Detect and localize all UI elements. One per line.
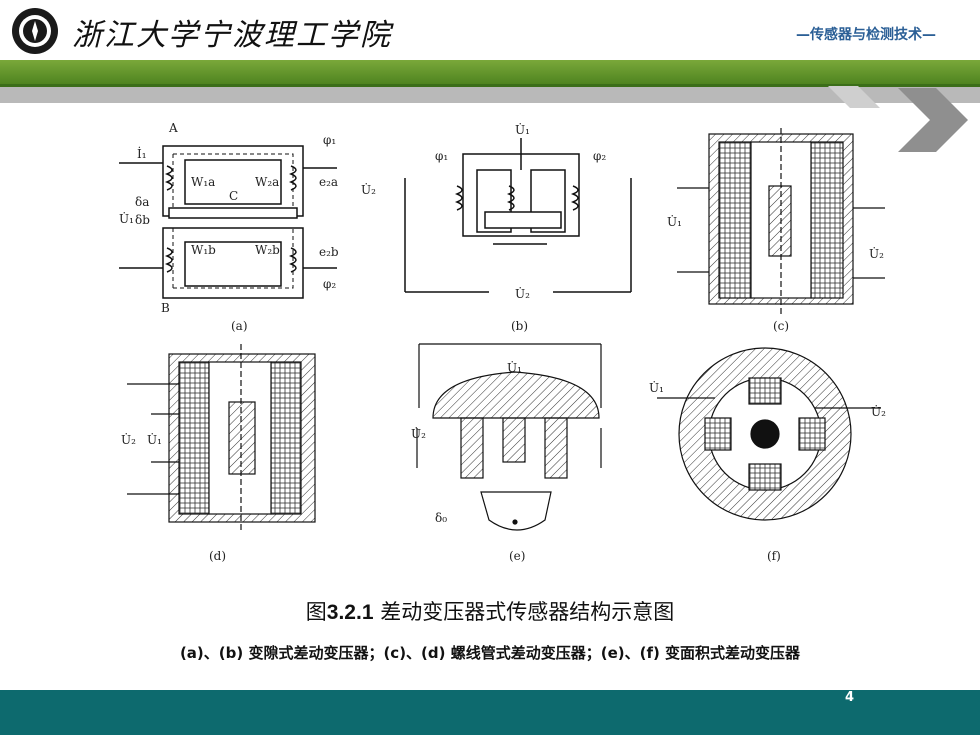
label-a-W1b: W₁b <box>191 243 216 257</box>
panel-label-e: (e) <box>509 549 525 563</box>
panel-label-c: (c) <box>773 319 789 333</box>
label-a-B: B <box>161 301 170 315</box>
label-a-W2a: W₂a <box>255 175 279 189</box>
panel-c <box>677 128 885 314</box>
panel-e <box>416 343 602 531</box>
label-f-U1: U̇₁ <box>649 380 664 395</box>
label-a-db: δb <box>135 213 150 227</box>
label-d-U2: U̇₂ <box>121 432 136 447</box>
panel-f <box>657 347 881 521</box>
label-b-phi1: φ₁ <box>435 149 448 163</box>
label-a-C: C <box>229 189 238 203</box>
label-a-I1: İ₁ <box>137 146 147 161</box>
figure-subcaption: (a)、(b) 变隙式差动变压器；(c)、(d) 螺线管式差动变压器；(e)、(… <box>179 644 801 662</box>
label-a-U2: U̇₂ <box>361 182 376 197</box>
header-green-bar <box>0 60 980 84</box>
caption-number: 3.2.1 <box>326 601 374 624</box>
panel-a <box>119 145 337 299</box>
panel-label-d: (d) <box>209 549 226 563</box>
gray-band <box>0 87 980 103</box>
label-b-U2: U̇₂ <box>515 286 530 301</box>
label-a-e2b: e₂b <box>319 245 339 259</box>
school-name: 浙江大学宁波理工学院 <box>72 18 392 53</box>
panel-d <box>127 344 316 532</box>
label-e-d0: δ₀ <box>435 511 447 525</box>
label-e-U1: U̇₁ <box>507 360 522 375</box>
caption-title: 差动变压器式传感器结构示意图 <box>373 600 675 624</box>
transformer-diagrams: A İ₁ W₁a W₂a C W₁b W₂b U̇₁ δa δb φ₁ φ₂ e… <box>119 121 886 563</box>
panel-label-f: (f) <box>767 549 781 563</box>
label-a-e2a: e₂a <box>319 175 338 189</box>
university-seal-icon <box>12 8 58 54</box>
page-number: 4 <box>844 690 854 705</box>
label-d-U1: U̇₁ <box>147 432 162 447</box>
label-a-W2b: W₂b <box>255 243 280 257</box>
panel-label-b: (b) <box>511 319 528 333</box>
label-a-da: δa <box>135 195 149 209</box>
footer-bar <box>0 690 980 735</box>
caption-prefix: 图 <box>305 600 327 624</box>
figure-area: A İ₁ W₁a W₂a C W₁b W₂b U̇₁ δa δb φ₁ φ₂ e… <box>105 108 891 582</box>
label-b-U1: U̇₁ <box>515 122 530 137</box>
panel-label-a: (a) <box>231 319 248 333</box>
label-a-A: A <box>168 121 178 135</box>
course-title: —传感器与检测技术— <box>796 27 936 43</box>
label-a-W1a: W₁a <box>191 175 215 189</box>
label-c-U2: U̇₂ <box>869 246 884 261</box>
label-a-U1: U̇₁ <box>119 211 134 226</box>
panel-b <box>404 138 632 293</box>
label-c-U1: U̇₁ <box>667 214 682 229</box>
label-a-phi1: φ₁ <box>323 133 336 147</box>
header-divider <box>0 84 980 87</box>
label-e-U2: U̇₂ <box>411 426 426 441</box>
header: 浙江大学宁波理工学院 —传感器与检测技术— <box>0 0 980 62</box>
label-b-phi2: φ₂ <box>593 149 606 163</box>
label-a-phi2: φ₂ <box>323 277 336 291</box>
figure-caption: 图3.2.1 差动变压器式传感器结构示意图 <box>0 596 980 626</box>
label-f-U2: U̇₂ <box>871 404 886 419</box>
